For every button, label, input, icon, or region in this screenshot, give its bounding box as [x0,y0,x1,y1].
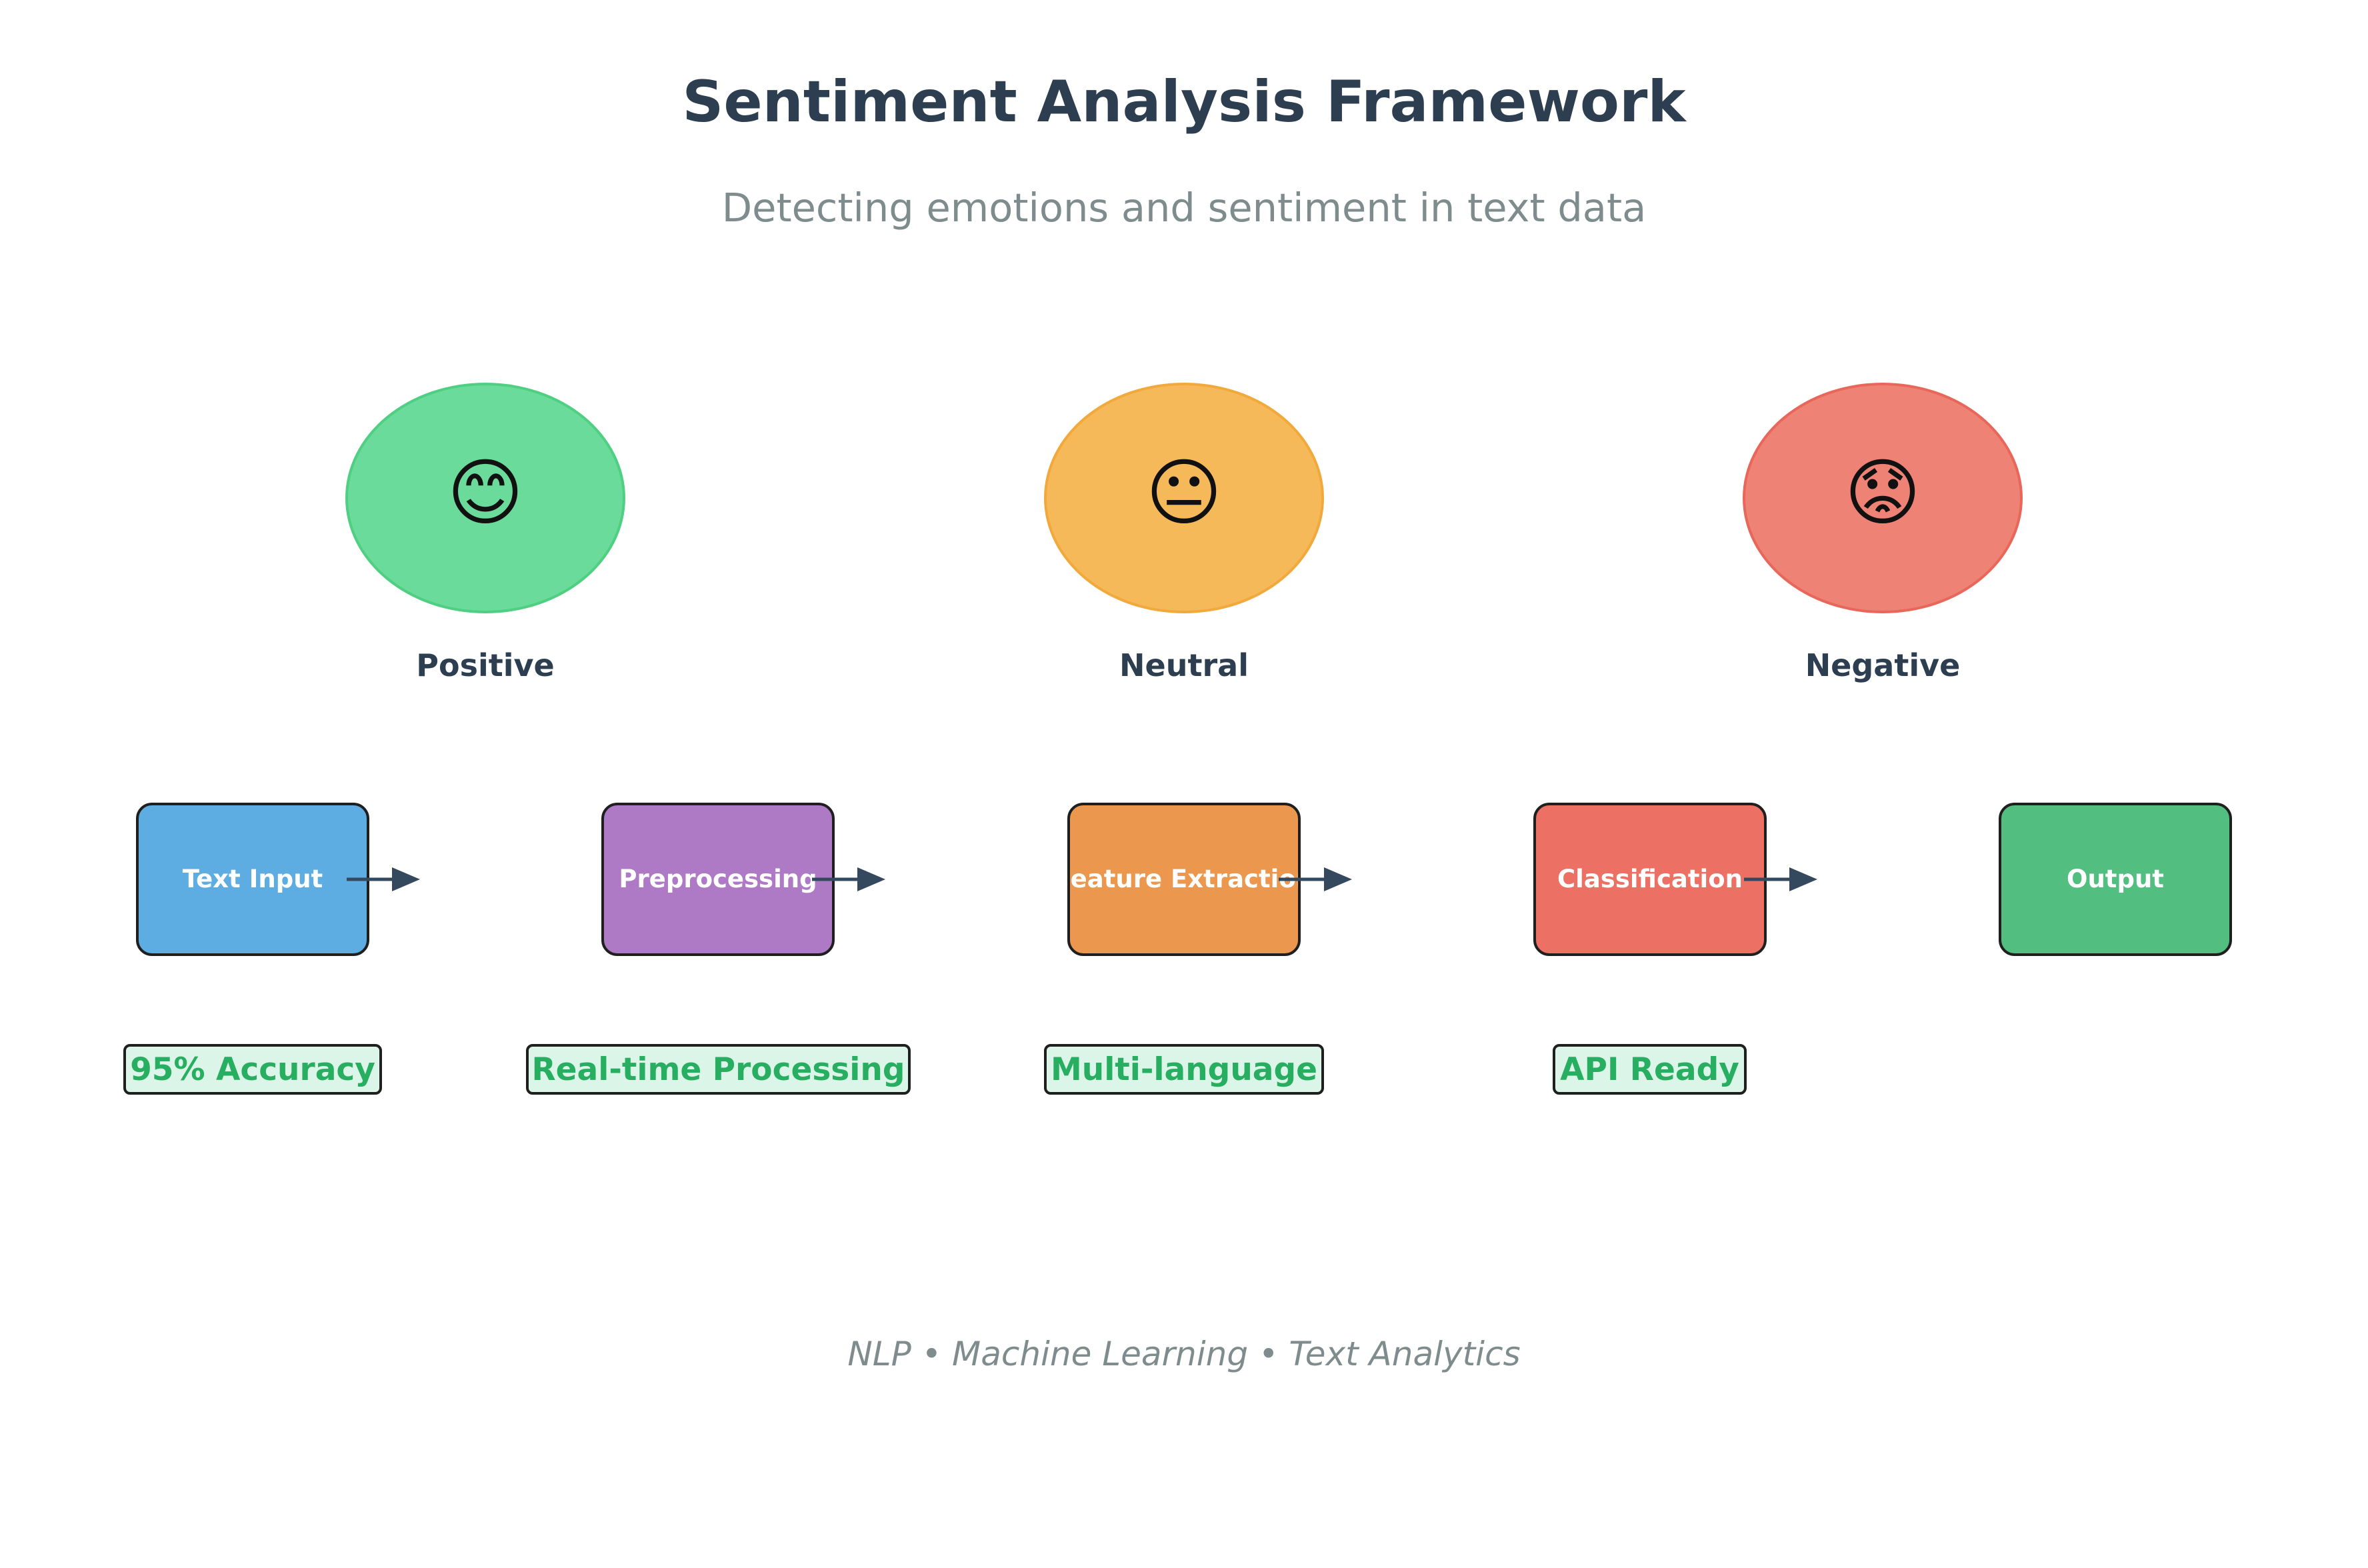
feature-badge-label: API Ready [1560,1051,1739,1088]
positive-label: Positive [416,647,555,683]
pipeline-stage-preprocessing: Preprocessing [601,803,835,956]
pipeline-stage-label: Output [2067,864,2164,893]
pipeline-stage-classification: Classification [1533,803,1767,956]
positive-sentiment-circle: 😊 [345,383,625,613]
pipeline-stage-label: Classification [1557,864,1743,893]
negative-sentiment-circle: 😟 [1743,383,2023,613]
pipeline-stage-label: Text Input [182,864,323,893]
pipeline-stage-output: Output [1999,803,2232,956]
neutral-label: Neutral [1119,647,1249,683]
feature-badge-label: 95% Accuracy [130,1051,375,1088]
neutral-face-icon: 😐 [1145,450,1223,535]
pipeline-stage-feature-extraction: Feature Extraction [1067,803,1301,956]
feature-badge-realtime: Real-time Processing [526,1044,911,1095]
smiling-face-icon: 😊 [447,450,524,535]
feature-badge-api: API Ready [1553,1044,1747,1095]
footer-tags: NLP • Machine Learning • Text Analytics [847,1335,1521,1373]
neutral-sentiment-circle: 😐 [1044,383,1324,613]
feature-badge-label: Real-time Processing [531,1051,905,1088]
pipeline-stage-text-input: Text Input [136,803,369,956]
feature-badge-multilanguage: Multi-language [1044,1044,1324,1095]
diagram-title: Sentiment Analysis Framework [682,69,1686,135]
feature-badge-label: Multi-language [1050,1051,1318,1088]
diagram-subtitle: Detecting emotions and sentiment in text… [721,185,1647,231]
worried-face-icon: 😟 [1844,450,1921,535]
pipeline-stage-label: Preprocessing [619,864,817,893]
pipeline-stage-label: Feature Extraction [1067,864,1301,893]
negative-label: Negative [1805,647,1961,683]
feature-badge-accuracy: 95% Accuracy [123,1044,382,1095]
